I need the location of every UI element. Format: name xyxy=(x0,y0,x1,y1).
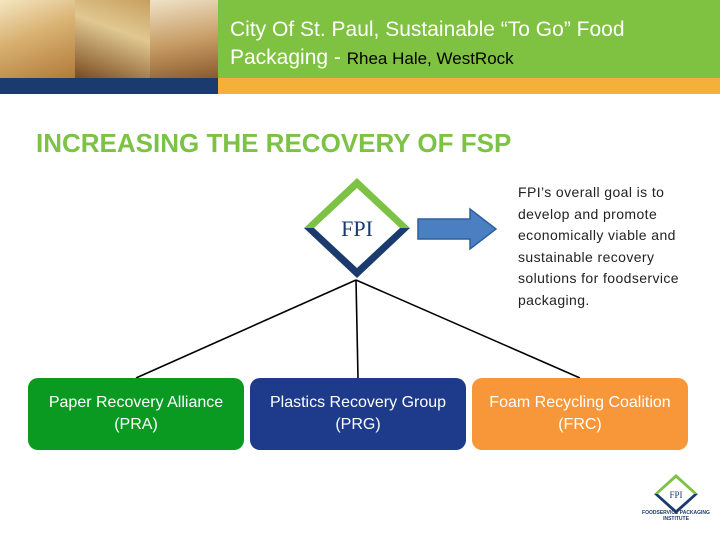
header-title-main: City Of St. Paul, Sustainable “To Go” Fo… xyxy=(230,18,625,69)
header-accent-bar-yellow xyxy=(218,78,720,94)
footer-fpi-logo: FPI xyxy=(654,474,698,514)
group-abbrev: (FRC) xyxy=(558,416,602,433)
group-abbrev: (PRA) xyxy=(114,416,158,433)
connector-line-center xyxy=(355,279,359,379)
goal-description: FPI’s overall goal is to develop and pro… xyxy=(518,184,679,308)
header-food-photo xyxy=(0,0,218,78)
group-box-prg: Plastics Recovery Group (PRG) xyxy=(250,378,466,450)
group-name: Paper Recovery Alliance xyxy=(48,394,224,411)
footer-logo-text: FPI xyxy=(669,490,682,500)
header-title-sub: Rhea Hale, WestRock xyxy=(346,49,514,68)
header-accent-bar-blue xyxy=(0,78,218,94)
header-banner xyxy=(218,0,720,78)
right-arrow-icon xyxy=(417,207,498,251)
connector-line-right xyxy=(355,279,581,379)
group-box-frc: Foam Recycling Coalition (FRC) xyxy=(472,378,688,450)
header-title: City Of St. Paul, Sustainable “To Go” Fo… xyxy=(230,16,710,73)
group-abbrev: (PRG) xyxy=(335,416,381,433)
group-box-pra: Paper Recovery Alliance (PRA) xyxy=(28,378,244,450)
fpi-logo: FPI xyxy=(304,178,410,278)
slide-title: INCREASING THE RECOVERY OF FSP xyxy=(36,128,512,158)
group-name: Foam Recycling Coalition xyxy=(489,394,671,411)
fpi-logo-text: FPI xyxy=(341,216,373,241)
footer-caption: FOODSERVICE PACKAGING INSTITUTE xyxy=(642,510,710,522)
group-name: Plastics Recovery Group xyxy=(269,394,447,411)
connector-line-left xyxy=(135,279,357,379)
